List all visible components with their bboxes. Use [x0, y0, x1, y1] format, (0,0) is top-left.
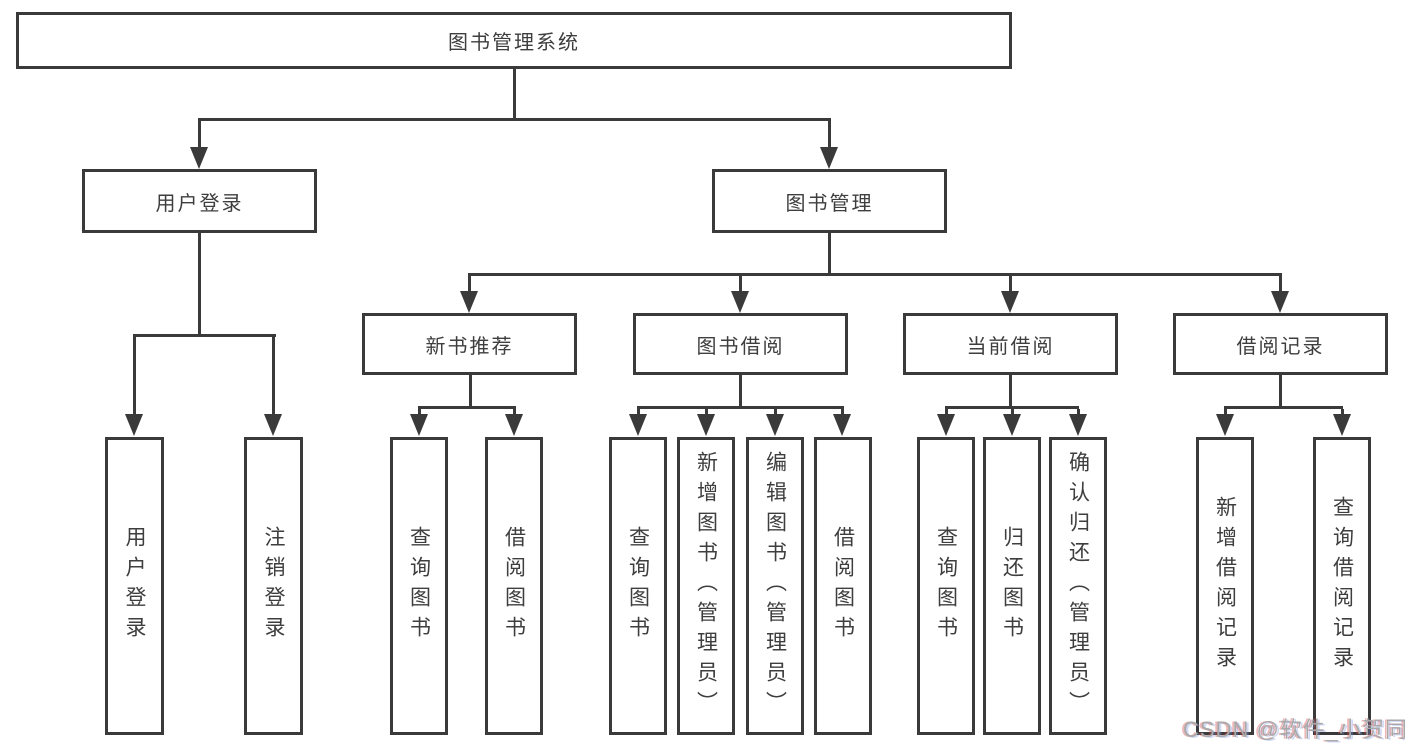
connector-line [133, 337, 136, 415]
connector-line [198, 118, 831, 121]
connector-line [469, 375, 472, 409]
arrow-down-icon [1001, 291, 1019, 313]
leaf-label: 用户登录 [123, 526, 146, 646]
connector-line [1009, 276, 1012, 293]
node-book-borrow: 图书借阅 [633, 313, 848, 375]
connector-line [1279, 375, 1282, 409]
leaf-logout: 注销登录 [244, 437, 303, 735]
leaf-records-query-record: 查询借阅记录 [1313, 437, 1371, 735]
arrow-down-icon [190, 147, 208, 169]
leaf-user-login: 用户登录 [105, 437, 164, 735]
arrow-down-icon [460, 291, 478, 313]
connector-line [739, 375, 742, 409]
leaf-current-return-book: 归还图书 [983, 437, 1041, 735]
connector-line [1224, 406, 1343, 409]
leaf-label: 查询图书 [626, 526, 650, 646]
leaf-label: 新增借阅记录 [1213, 496, 1237, 676]
connector-line [468, 273, 1282, 276]
leaf-label: 查询图书 [407, 526, 431, 646]
node-label: 图书借阅 [696, 335, 785, 358]
arrow-down-icon [766, 414, 784, 436]
arrow-down-icon [410, 414, 428, 436]
connector-line [945, 406, 1079, 409]
node-label: 用户登录 [155, 192, 244, 215]
connector-line [828, 233, 831, 276]
leaf-recommend-query-book: 查询图书 [390, 437, 448, 735]
node-label: 借阅记录 [1236, 335, 1325, 358]
node-label: 新书推荐 [425, 335, 514, 358]
leaf-label: 确认归还（管理员） [1066, 451, 1090, 721]
connector-line [418, 406, 516, 409]
connector-line [133, 334, 276, 337]
arrow-down-icon [125, 414, 143, 436]
leaf-label: 查询图书 [934, 526, 958, 646]
connector-line [841, 409, 844, 417]
node-label: 当前借阅 [966, 335, 1055, 358]
connector-line [468, 276, 471, 293]
connector-line [739, 276, 742, 293]
leaf-label: 归还图书 [1000, 526, 1024, 646]
connector-line [1009, 375, 1012, 409]
connector-line [198, 121, 201, 149]
arrow-down-icon [629, 414, 647, 436]
connector-line [272, 337, 275, 415]
node-label: 图书管理 [785, 192, 874, 215]
leaf-label: 编辑图书（管理员） [763, 451, 787, 721]
connector-line [637, 409, 640, 417]
leaf-current-query-book: 查询图书 [917, 437, 975, 735]
leaf-records-add-record: 新增借阅记录 [1196, 437, 1254, 735]
connector-line [198, 233, 201, 337]
connector-line [705, 409, 708, 417]
connector-line [637, 406, 844, 409]
connector-line [1341, 409, 1344, 417]
node-root: 图书管理系统 [16, 12, 1012, 69]
node-user-login: 用户登录 [82, 169, 317, 233]
connector-line [945, 409, 948, 417]
node-new-book-recommend: 新书推荐 [362, 313, 577, 375]
leaf-borrow-add-book-admin: 新增图书（管理员） [677, 437, 735, 735]
arrow-down-icon [833, 414, 851, 436]
connector-line [418, 409, 421, 417]
leaf-recommend-borrow-book: 借阅图书 [485, 437, 543, 735]
connector-line [774, 409, 777, 417]
leaf-label: 注销登录 [262, 526, 285, 646]
arrow-down-icon [264, 414, 282, 436]
arrow-down-icon [1003, 414, 1021, 436]
arrow-down-icon [505, 414, 523, 436]
connector-line [828, 121, 831, 149]
node-book-management: 图书管理 [712, 169, 947, 233]
csdn-watermark: CSDN @软件_小贺同学 [1183, 717, 1405, 742]
arrow-down-icon [937, 414, 955, 436]
connector-line [1011, 409, 1014, 417]
leaf-current-confirm-return-admin: 确认归还（管理员） [1049, 437, 1107, 735]
leaf-borrow-edit-book-admin: 编辑图书（管理员） [746, 437, 804, 735]
node-label: 图书管理系统 [448, 32, 580, 54]
arrow-down-icon [1333, 414, 1351, 436]
arrow-down-icon [1271, 291, 1289, 313]
connector-line [513, 409, 516, 417]
arrow-down-icon [697, 414, 715, 436]
leaf-label: 查询借阅记录 [1330, 496, 1354, 676]
leaf-borrow-borrow-book: 借阅图书 [814, 437, 872, 735]
connector-line [1224, 409, 1227, 417]
connector-line [513, 69, 516, 119]
leaf-borrow-query-book: 查询图书 [609, 437, 667, 735]
arrow-down-icon [820, 147, 838, 169]
arrow-down-icon [1069, 414, 1087, 436]
leaf-label: 新增图书（管理员） [694, 451, 718, 721]
node-current-borrow: 当前借阅 [903, 313, 1118, 375]
arrow-down-icon [1216, 414, 1234, 436]
connector-line [1279, 276, 1282, 293]
leaf-label: 借阅图书 [831, 526, 855, 646]
connector-line [1077, 409, 1080, 417]
arrow-down-icon [731, 291, 749, 313]
node-borrow-records: 借阅记录 [1173, 313, 1388, 375]
leaf-label: 借阅图书 [502, 526, 526, 646]
